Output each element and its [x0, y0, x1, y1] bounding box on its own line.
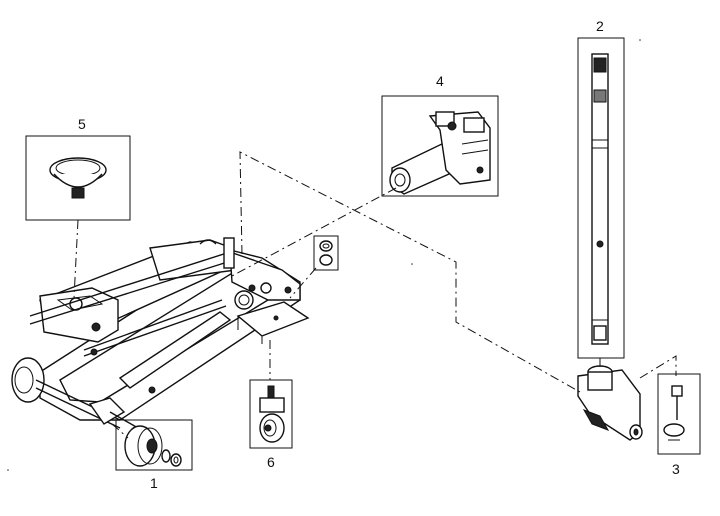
- part-5-saddle-box: [25, 135, 131, 221]
- part-4-hydraulic-unit-box: [381, 95, 499, 197]
- part-2-handle-box: [577, 37, 625, 359]
- handle-socket: [577, 365, 643, 441]
- part-6-caster-box: [249, 379, 293, 449]
- callout-number-2: 2: [596, 18, 604, 34]
- callout-number-4: 4: [436, 73, 444, 89]
- callout-number-6: 6: [267, 454, 275, 470]
- callout-number-3: 3: [672, 461, 680, 477]
- callout-number-5: 5: [78, 116, 86, 132]
- scan-dots: [7, 39, 641, 471]
- callout-number-1: 1: [150, 475, 158, 491]
- caster-mount-plate: [236, 301, 310, 344]
- floor-jack-body: [11, 237, 301, 437]
- part-1-front-wheel-box: [115, 419, 193, 471]
- part-3-release-valve-box: [657, 373, 701, 455]
- leader-lines: [73, 151, 677, 439]
- bolt-washer-detail-box: [313, 235, 339, 271]
